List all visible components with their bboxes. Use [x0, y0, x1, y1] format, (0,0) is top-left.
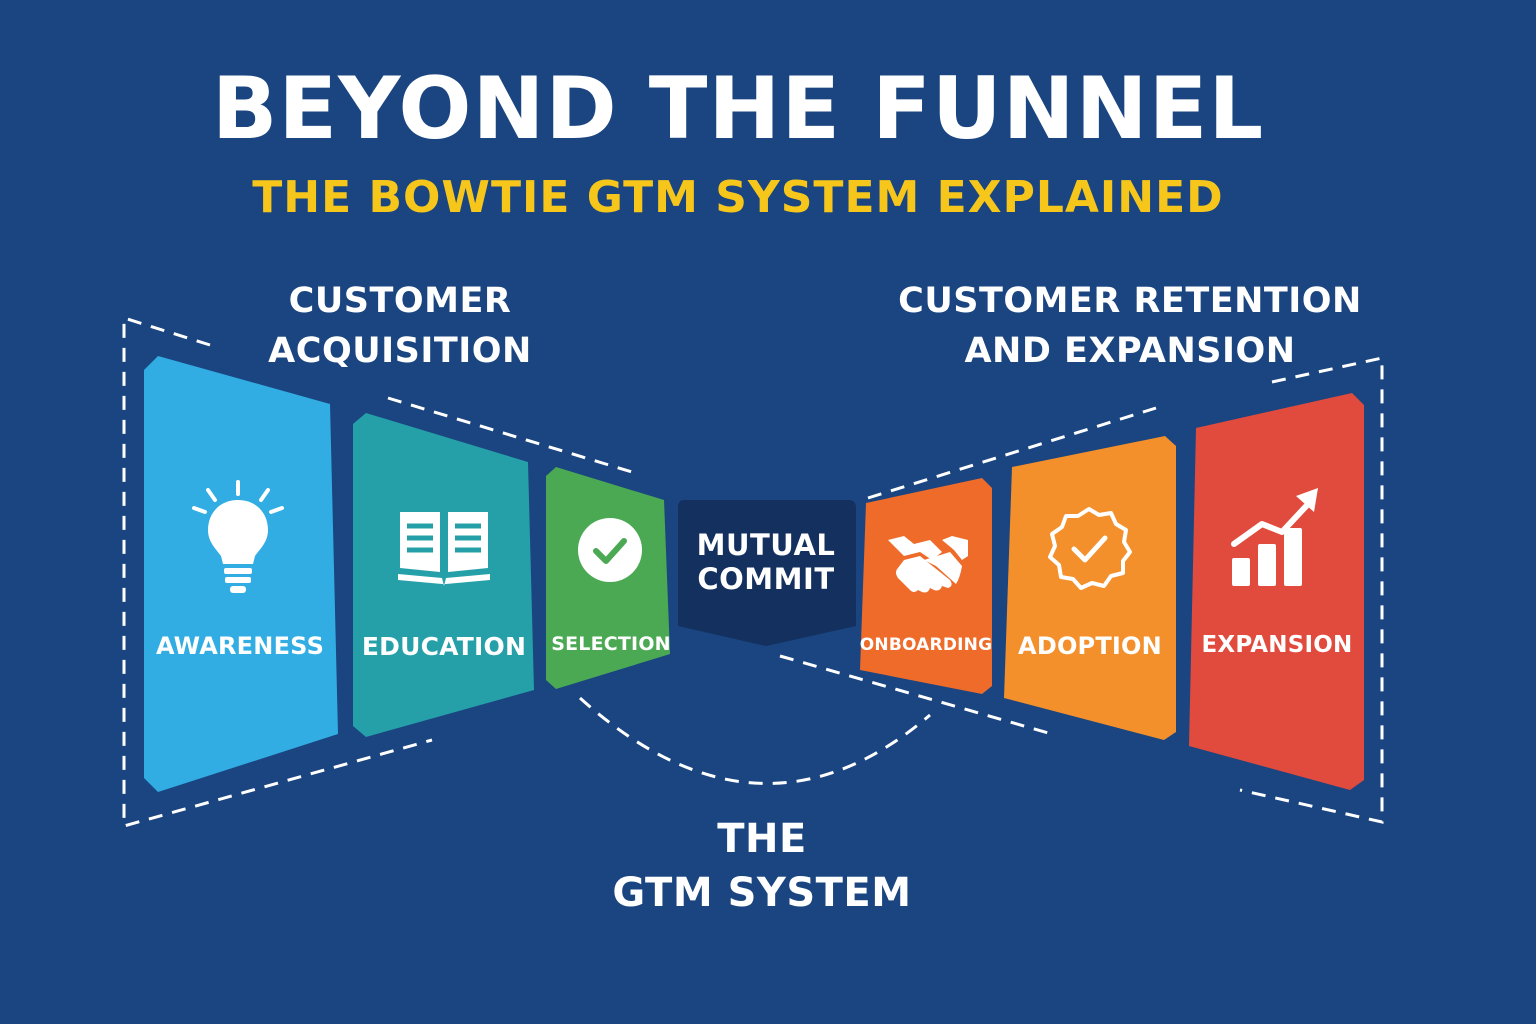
stage-label-expansion: EXPANSION: [1201, 632, 1353, 658]
retention-expansion-line2: AND EXPANSION: [964, 331, 1296, 371]
check-circle-icon: [578, 518, 642, 582]
stage-label-onboarding: ONBOARDING: [859, 635, 993, 655]
lightbulb-icon: [192, 480, 284, 593]
stage-label-selection: SELECTION: [551, 633, 671, 655]
gtm-arc-dashed: [578, 696, 931, 785]
book-icon: [398, 512, 490, 586]
left-inner-top-dashed: [387, 396, 633, 474]
dashed-guides: [122, 315, 1384, 828]
growth-chart-icon: [1231, 488, 1318, 586]
stage-panel-adoption: [1004, 436, 1176, 740]
page-title: BEYOND THE FUNNEL: [211, 59, 1265, 159]
right-outline-dashed: [1239, 356, 1384, 824]
page-subtitle: THE BOWTIE GTM SYSTEM EXPLAINED: [252, 172, 1224, 223]
retention-expansion-label: CUSTOMER RETENTION AND EXPANSION: [880, 276, 1380, 376]
gtm-system-line1: THE: [717, 816, 807, 862]
mutual-commit-panel: [678, 500, 856, 646]
mutual-commit-label: MUTUAL COMMIT: [678, 528, 854, 596]
stage-label-adoption: ADOPTION: [1018, 632, 1162, 660]
mutual-commit-line1: MUTUAL: [696, 528, 836, 562]
handshake-icon: [888, 536, 968, 593]
retention-expansion-line1: CUSTOMER RETENTION: [898, 281, 1362, 321]
customer-acquisition-label: CUSTOMER ACQUISITION: [220, 276, 580, 376]
stage-panel-expansion: [1189, 393, 1364, 790]
customer-acquisition-line1: CUSTOMER: [288, 281, 512, 321]
gtm-system-line2: GTM SYSTEM: [612, 870, 912, 916]
stage-panel-education: [353, 413, 534, 737]
stage-label-education: EDUCATION: [361, 632, 527, 661]
mutual-commit-line2: COMMIT: [697, 562, 835, 596]
right-inner-top-dashed: [867, 406, 1157, 500]
customer-acquisition-line2: ACQUISITION: [268, 331, 532, 371]
left-outline-dashed: [122, 315, 433, 828]
check-badge-icon: [1048, 507, 1132, 590]
gtm-system-label: THE GTM SYSTEM: [532, 812, 992, 920]
stage-label-awareness: AWARENESS: [155, 632, 325, 660]
